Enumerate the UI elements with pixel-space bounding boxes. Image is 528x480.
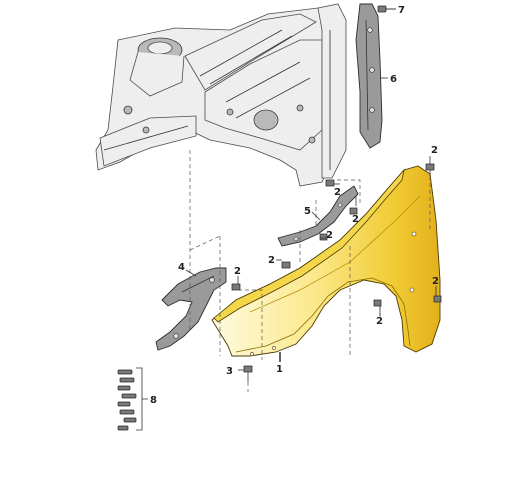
callout-2-top-right: 2: [431, 145, 438, 156]
callout-3: 3: [226, 366, 233, 377]
part-4-front-bracket: [155, 267, 227, 351]
callout-2-mid: 2: [352, 214, 359, 225]
callout-7: 7: [398, 5, 405, 16]
part-1-front-fender: [211, 165, 441, 357]
callout-6: 6: [390, 74, 397, 85]
fastener-bolts: [231, 163, 442, 382]
callout-5: 5: [304, 206, 311, 217]
callout-2-right: 2: [432, 276, 439, 287]
callout-8: 8: [150, 395, 157, 406]
part-5-upper-bracket: [277, 185, 359, 247]
part-8-clip-set: [117, 367, 148, 431]
callout-2-upper: 2: [334, 187, 341, 198]
callout-2-left: 2: [268, 255, 275, 266]
callout-2-bracket-side: 2: [234, 266, 241, 277]
part-6-seal-panel: [355, 3, 383, 149]
callout-labels: 7 6 2 2 2 5 2 2 4 2 2 2 1 3 8: [150, 5, 439, 406]
callout-1: 1: [276, 364, 283, 375]
callout-4: 4: [178, 262, 185, 273]
callout-2-arch: 2: [376, 316, 383, 327]
assembly-guide-lines: [189, 150, 441, 392]
callout-leader-lines: [185, 8, 437, 371]
vehicle-body-structure: [95, 3, 347, 187]
callout-2-bracket: 2: [326, 230, 333, 241]
